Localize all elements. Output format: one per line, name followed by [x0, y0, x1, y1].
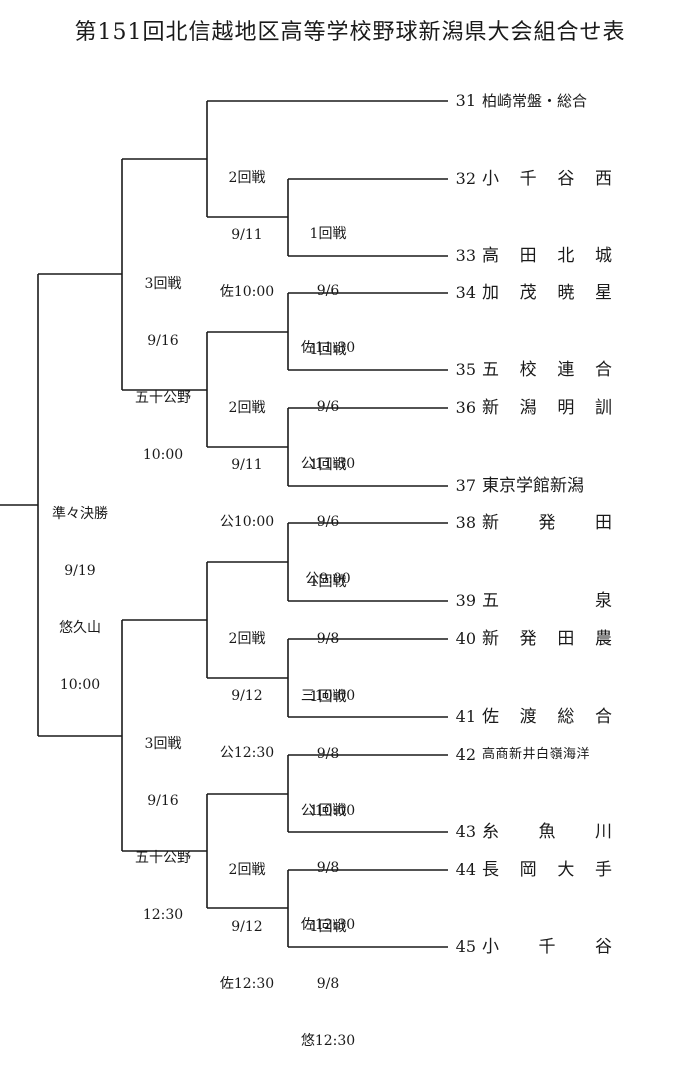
team-number: 35	[455, 360, 476, 379]
match-time: 10:00	[142, 447, 184, 463]
match-venue: 公12:30	[219, 745, 275, 761]
match-round: 2回戦	[228, 170, 266, 186]
team-number: 42	[455, 745, 476, 764]
match-round: 1回戦	[309, 342, 347, 358]
match-label-r2-3: 2回戦 9/12 公12:30	[220, 592, 274, 782]
match-round: 1回戦	[309, 574, 347, 590]
match-date: 9/11	[231, 227, 263, 243]
team-name: 高田北城	[482, 246, 612, 266]
team-number: 38	[455, 513, 476, 532]
match-venue: 公11:30	[300, 456, 356, 472]
match-round: 1回戦	[309, 919, 347, 935]
match-date: 9/12	[231, 919, 263, 935]
match-date: 9/8	[316, 860, 340, 876]
match-round: 1回戦	[309, 457, 347, 473]
match-venue: 三10:00	[300, 688, 356, 704]
match-venue: 五十公野	[135, 390, 191, 406]
match-venue: 佐12:30	[219, 976, 275, 992]
match-venue: 佐12:30	[300, 917, 356, 933]
team-name: 小千谷西	[482, 169, 612, 189]
team-name: 新発田農	[482, 629, 612, 649]
match-date: 9/8	[316, 631, 340, 647]
match-label-qf: 準々決勝 9/19 悠久山 10:00	[52, 467, 108, 714]
team-number: 39	[455, 591, 476, 610]
team-number: 43	[455, 822, 476, 841]
match-label-r1-5: 1回戦 9/8 公10:00	[301, 650, 355, 840]
team-name: 東京学館新潟	[482, 476, 584, 496]
match-label-r1-7: 1回戦 9/8 悠12:30	[301, 880, 355, 1070]
match-label-r1-4: 1回戦 9/8 三10:00	[301, 535, 355, 725]
team-name: 新潟明訓	[482, 398, 612, 418]
match-venue: 悠12:30	[300, 1033, 356, 1049]
match-label-r1-2: 1回戦 9/6 公11:30	[301, 303, 355, 493]
team-number: 45	[455, 937, 476, 956]
match-time: 12:30	[142, 907, 184, 923]
match-round: 1回戦	[309, 226, 347, 242]
match-venue: 公10:00	[300, 803, 356, 819]
team-number: 34	[455, 283, 476, 302]
team-number: 31	[455, 91, 476, 110]
match-round: 準々決勝	[52, 506, 108, 522]
match-round: 1回戦	[309, 689, 347, 705]
team-number: 44	[455, 860, 476, 879]
page-title: 第151回北信越地区高等学校野球新潟県大会組合せ表	[74, 20, 626, 45]
match-time: 10:00	[59, 677, 101, 693]
match-label-r3-2: 3回戦 9/16 五十公野 12:30	[135, 697, 191, 944]
match-venue: 悠久山	[59, 620, 101, 636]
match-venue: 公10:00	[219, 514, 275, 530]
team-name: 高商新井白嶺海洋	[482, 747, 591, 762]
team-name: 新発田	[482, 513, 612, 533]
match-date: 9/6	[316, 399, 340, 415]
match-venue: 公9:00	[305, 571, 351, 587]
match-date: 9/8	[316, 976, 340, 992]
match-date: 9/16	[147, 793, 179, 809]
match-date: 9/11	[231, 457, 263, 473]
match-label-r1-3: 1回戦 9/6 公9:00	[305, 418, 350, 608]
match-label-r2-4: 2回戦 9/12 佐12:30	[220, 823, 274, 1013]
match-venue: 佐11:30	[300, 340, 356, 356]
match-date: 9/16	[147, 333, 179, 349]
match-date: 9/8	[316, 746, 340, 762]
tournament-bracket	[0, 100, 448, 948]
team-number: 41	[455, 707, 476, 726]
match-venue: 佐10:00	[219, 284, 275, 300]
match-date: 9/6	[316, 283, 340, 299]
match-round: 2回戦	[228, 400, 266, 416]
match-round: 2回戦	[228, 631, 266, 647]
team-name: 小千谷	[482, 937, 612, 957]
match-date: 9/19	[64, 563, 96, 579]
team-name: 柏崎常盤・総合	[482, 92, 588, 110]
match-label-r2-1: 2回戦 9/11 佐10:00	[220, 131, 274, 321]
match-label-r3-1: 3回戦 9/16 五十公野 10:00	[135, 237, 191, 484]
team-name: 糸魚川	[482, 822, 612, 842]
team-number: 40	[455, 629, 476, 648]
team-number: 37	[455, 476, 476, 495]
match-label-r1-6: 1回戦 9/8 佐12:30	[301, 764, 355, 954]
team-name: 五校連合	[482, 360, 612, 380]
match-venue: 五十公野	[135, 850, 191, 866]
match-date: 9/12	[231, 688, 263, 704]
team-number: 32	[455, 169, 476, 188]
team-name: 佐渡総合	[482, 707, 612, 727]
match-round: 1回戦	[309, 803, 347, 819]
team-number: 33	[455, 246, 476, 265]
match-round: 2回戦	[228, 862, 266, 878]
match-label-r2-2: 2回戦 9/11 公10:00	[220, 361, 274, 551]
team-number: 36	[455, 398, 476, 417]
match-round: 3回戦	[144, 736, 182, 752]
team-name: 長岡大手	[482, 860, 612, 880]
match-label-r1-1: 1回戦 9/6 佐11:30	[301, 187, 355, 377]
team-name: 五泉	[482, 591, 612, 611]
match-date: 9/6	[316, 514, 340, 530]
team-name: 加茂暁星	[482, 283, 612, 303]
match-round: 3回戦	[144, 276, 182, 292]
